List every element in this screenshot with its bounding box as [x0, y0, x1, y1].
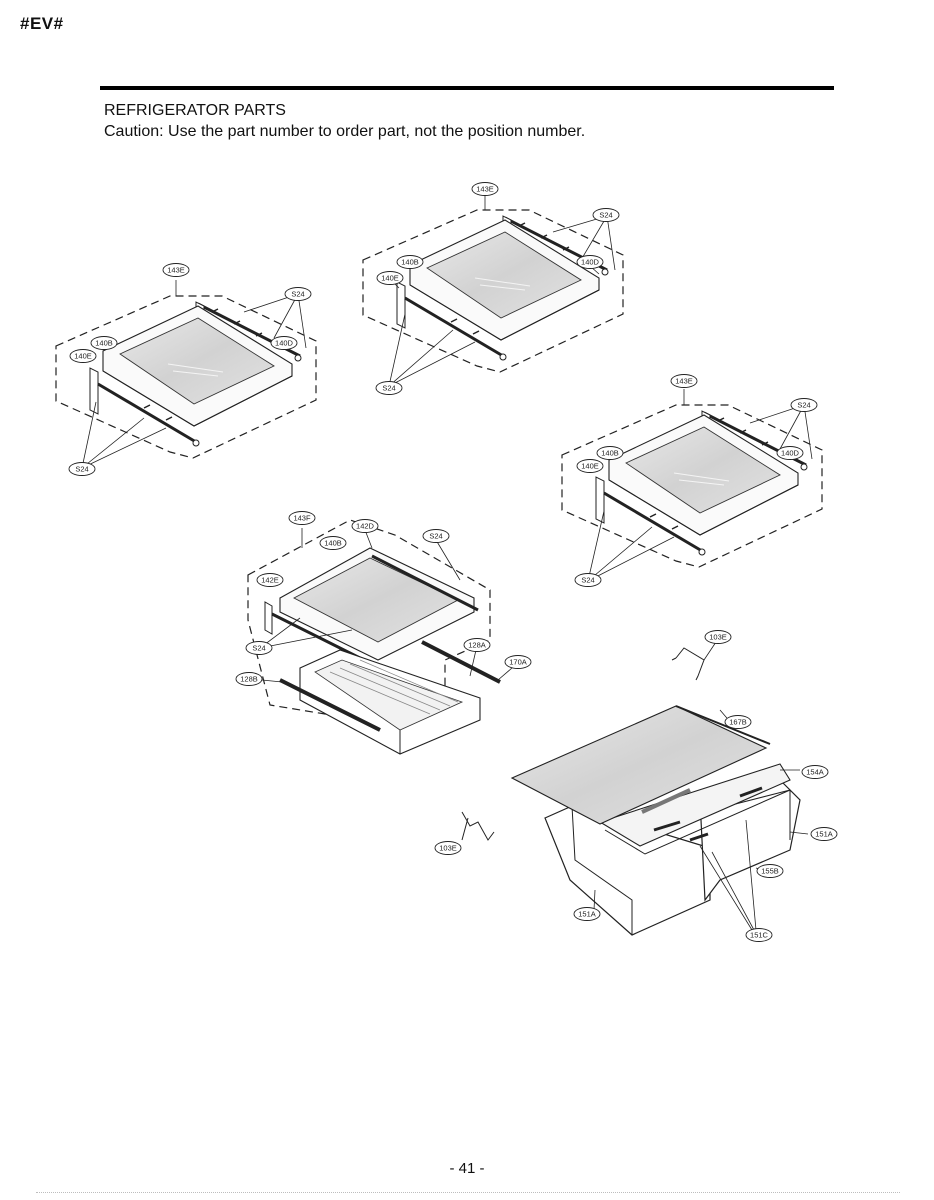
header-rule: [100, 86, 834, 90]
callout-label: S24: [599, 211, 612, 220]
fastener-top: [671, 641, 717, 681]
callout-label: 151A: [578, 910, 596, 919]
callout-label: 140B: [401, 258, 419, 267]
section-title: REFRIGERATOR PARTS: [104, 102, 286, 119]
callout-label: 151C: [750, 931, 769, 940]
callout-label: S24: [75, 465, 88, 474]
callouts-shelf-top: 143E S24 140B 140E 140D S24: [375, 182, 620, 395]
shelf-assembly-left: [54, 280, 318, 469]
callout-label: 142D: [356, 522, 375, 531]
callout-label: 140E: [581, 462, 599, 471]
callout-label: 103E: [709, 633, 727, 642]
callout-label: 143E: [675, 377, 693, 386]
callouts-crisper: 143F 142D S24 140B 142E S24 128A 170A 12…: [235, 511, 532, 686]
shelf-assembly-top: [361, 194, 625, 387]
callout-label: 151A: [815, 830, 833, 839]
callouts-shelf-right: 143E S24 140B 140E 140D S24: [574, 374, 818, 587]
callout-label: S24: [382, 384, 395, 393]
crisper-assembly: [247, 519, 513, 755]
callout-label: 128B: [240, 675, 258, 684]
callout-label: 140D: [781, 449, 800, 458]
callout-label: 103E: [439, 844, 457, 853]
callout-label: 140E: [74, 352, 92, 361]
callout-label: S24: [429, 532, 442, 541]
callouts-shelf-left: 143E S24 140B 140E 140D S24: [68, 263, 312, 476]
page-number: - 41 -: [449, 1160, 485, 1177]
callout-label: 154A: [806, 768, 824, 777]
callouts-drawers: 103E 167B 154A 151A 155B 103E 151A 151C: [434, 630, 838, 942]
fastener-bottom: [461, 811, 495, 841]
caution-note: Caution: Use the part number to order pa…: [104, 123, 586, 140]
callout-label: 143E: [476, 185, 494, 194]
callout-label: 128A: [468, 641, 486, 650]
callout-label: 140B: [95, 339, 113, 348]
callout-label: 155B: [761, 867, 779, 876]
shelf-assembly-right: [560, 389, 824, 582]
document-code: #EV#: [20, 14, 64, 33]
callout-label: 142E: [261, 576, 279, 585]
callout-label: S24: [797, 401, 810, 410]
callout-label: 170A: [509, 658, 527, 667]
callout-label: S24: [581, 576, 594, 585]
callout-label: 143F: [293, 514, 311, 523]
callout-label: 167B: [729, 718, 747, 727]
callout-label: 140D: [581, 258, 600, 267]
callout-label: 140B: [324, 539, 342, 548]
freshness-drawer-assembly: [510, 635, 809, 936]
callout-label: 140E: [381, 274, 399, 283]
callout-label: S24: [252, 644, 265, 653]
callout-label: S24: [291, 290, 304, 299]
bottom-border: [36, 1192, 900, 1193]
callout-label: 140B: [601, 449, 619, 458]
callout-label: 140D: [275, 339, 294, 348]
callout-label: 143E: [167, 266, 185, 275]
